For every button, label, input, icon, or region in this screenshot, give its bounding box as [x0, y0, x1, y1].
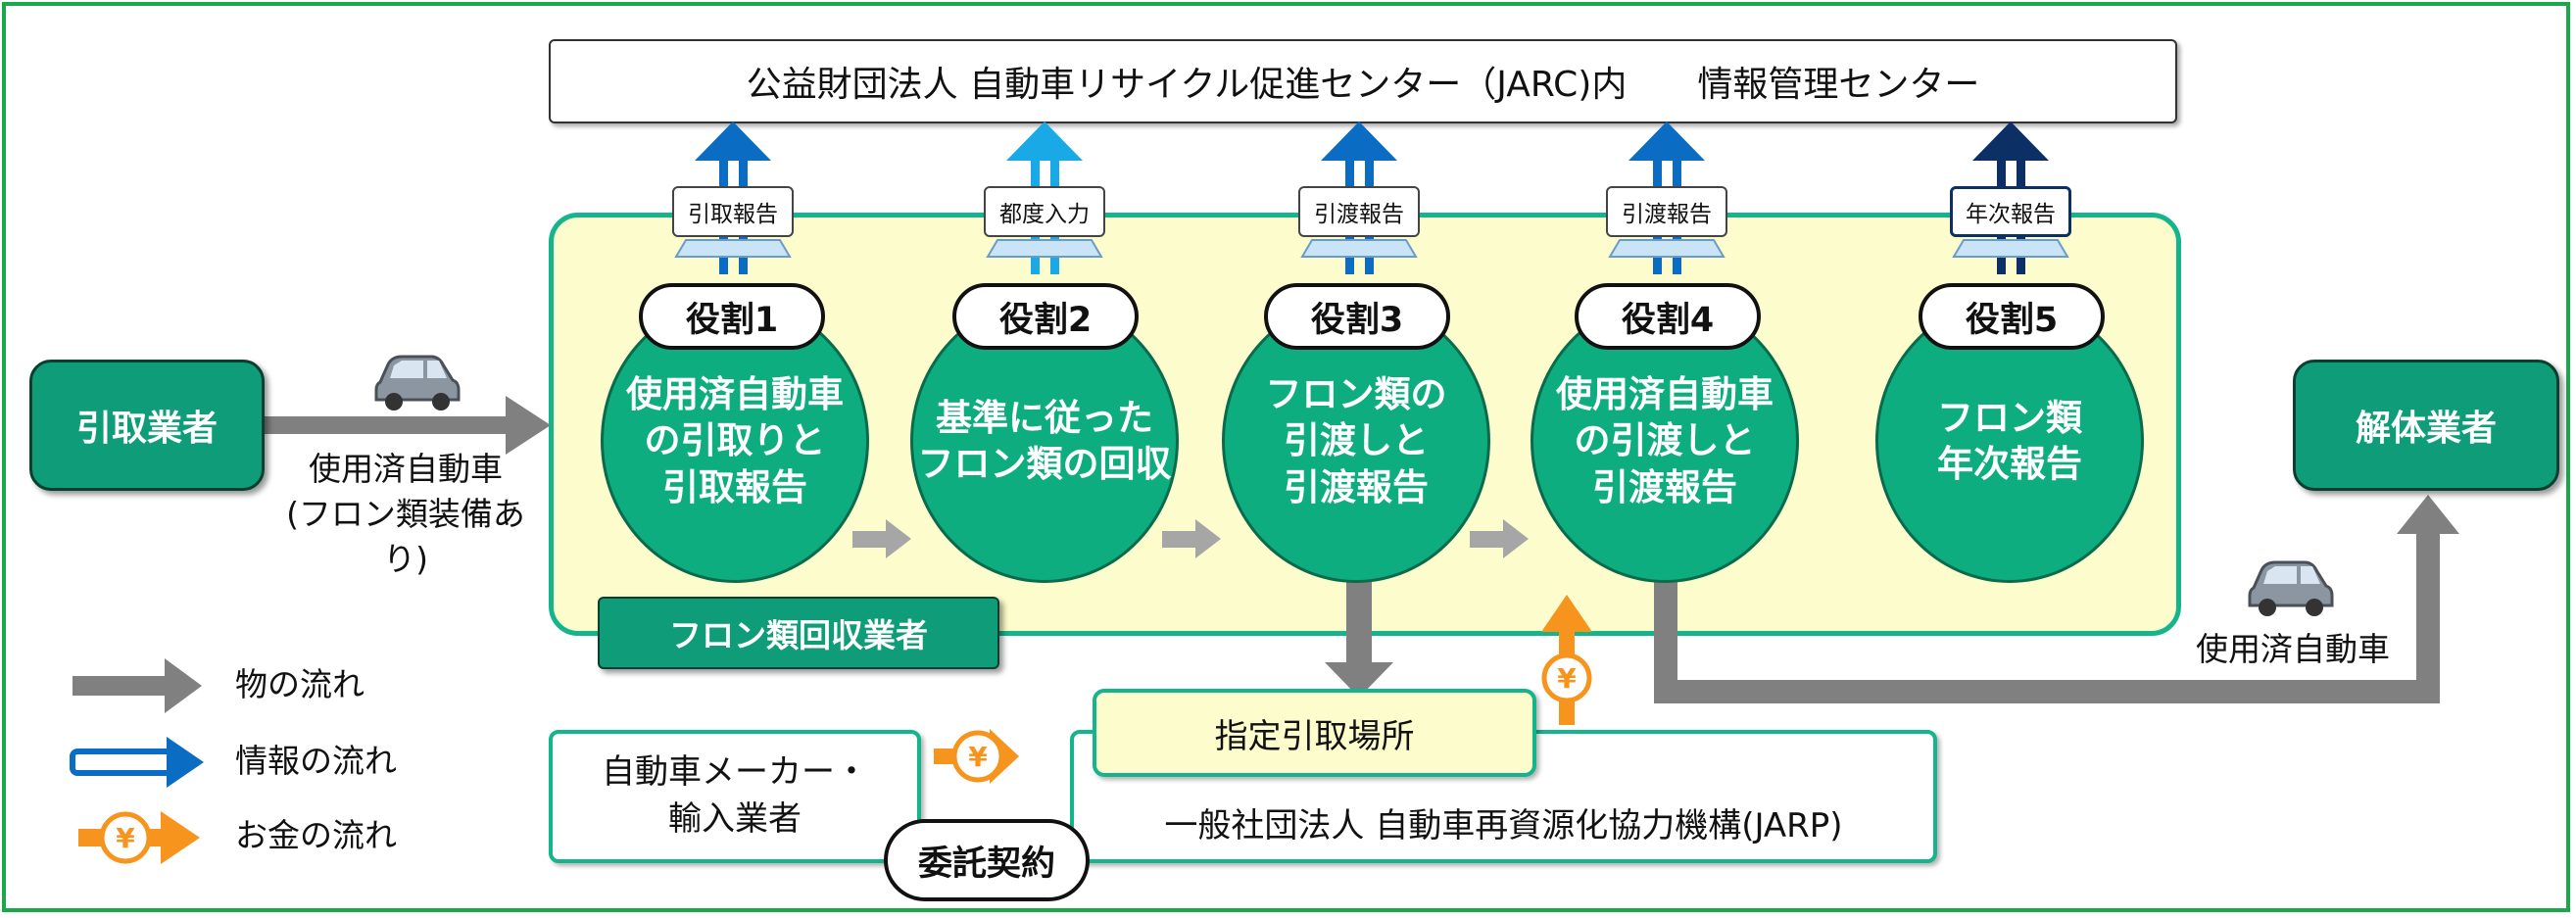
role1-desc: 使用済自動車 の引取りと 引取報告 — [626, 372, 844, 508]
legend-info-label: 情報の流れ — [235, 742, 397, 780]
report-tag-role2: 都度入力 — [984, 186, 1105, 237]
designated-place-box: 指定引取場所 — [1093, 689, 1536, 777]
role5-desc: フロン類 年次報告 — [1937, 396, 2082, 485]
zone-label-box: フロン類回収業者 — [598, 597, 999, 669]
jarp-label: 一般社団法人 自動車再資源化協力機構(JARP) — [1164, 806, 1843, 846]
yen-icon: ¥ — [968, 740, 988, 773]
legend-money-arrow — [78, 811, 200, 864]
dismantler-label: 解体業者 — [2355, 409, 2497, 449]
contract-pill: 委託契約 — [884, 819, 1090, 901]
role4-desc: 使用済自動車 の引渡しと 引渡報告 — [1556, 372, 1774, 508]
role2-pill: 役割2 — [952, 283, 1139, 350]
material-arrow-to-dismantler — [1654, 495, 2459, 703]
money-arrow-role4 — [1541, 595, 1592, 725]
legend-material-label: 物の流れ — [235, 665, 365, 703]
legend-material-arrow — [73, 658, 202, 713]
report-tag-role1: 引取報告 — [672, 186, 794, 237]
collector-box: 引取業者 — [29, 360, 265, 491]
dismantler-box: 解体業者 — [2293, 360, 2559, 491]
legend-money-label: お金の流れ — [235, 816, 397, 854]
money-arrow-maker — [934, 729, 1019, 784]
role5-circle: フロン類 年次報告 — [1875, 299, 2144, 583]
yen-icon: ¥ — [116, 821, 135, 854]
maker-box: 自動車メーカー・ 輸入業者 — [549, 730, 921, 863]
yen-icon: ¥ — [1557, 661, 1577, 695]
material-arrows-between — [852, 519, 1529, 558]
report-tag-role5: 年次報告 — [1950, 186, 2071, 237]
car-icon — [374, 355, 461, 411]
report-tag-role4: 引渡報告 — [1606, 186, 1727, 237]
input-car-label: 使用済自動車 (フロン類装備あり) — [286, 450, 525, 579]
role1-pill: 役割1 — [639, 283, 825, 350]
report-tag-role3: 引渡報告 — [1298, 186, 1420, 237]
material-arrow-input — [265, 396, 551, 455]
role4-pill: 役割4 — [1575, 283, 1761, 350]
maker-label: 自動車メーカー・ 輸入業者 — [602, 752, 868, 839]
role4-circle: 使用済自動車 の引渡しと 引渡報告 — [1531, 299, 1799, 583]
role3-pill: 役割3 — [1264, 283, 1450, 350]
material-arrow-to-designated — [1325, 578, 1393, 698]
role3-desc: フロン類の 引渡しと 引渡報告 — [1265, 372, 1447, 508]
role3-circle: フロン類の 引渡しと 引渡報告 — [1222, 299, 1490, 583]
designated-label: 指定引取場所 — [1214, 716, 1415, 756]
collector-label: 引取業者 — [75, 409, 218, 449]
car-icon — [2248, 560, 2334, 616]
role2-desc: 基準に従った フロン類の回収 — [917, 396, 1172, 485]
jarc-info-center-box: 公益財団法人 自動車リサイクル促進センター（JARC)内 情報管理センター — [549, 39, 2177, 123]
jarc-label: 公益財団法人 自動車リサイクル促進センター（JARC)内 情報管理センター — [746, 65, 1980, 105]
legend-info-arrow — [70, 737, 204, 788]
monitor-bases — [674, 239, 2069, 258]
output-car-label: 使用済自動車 — [2196, 630, 2390, 668]
zone-label: フロン類回収業者 — [669, 616, 928, 654]
role5-pill: 役割5 — [1919, 283, 2105, 350]
